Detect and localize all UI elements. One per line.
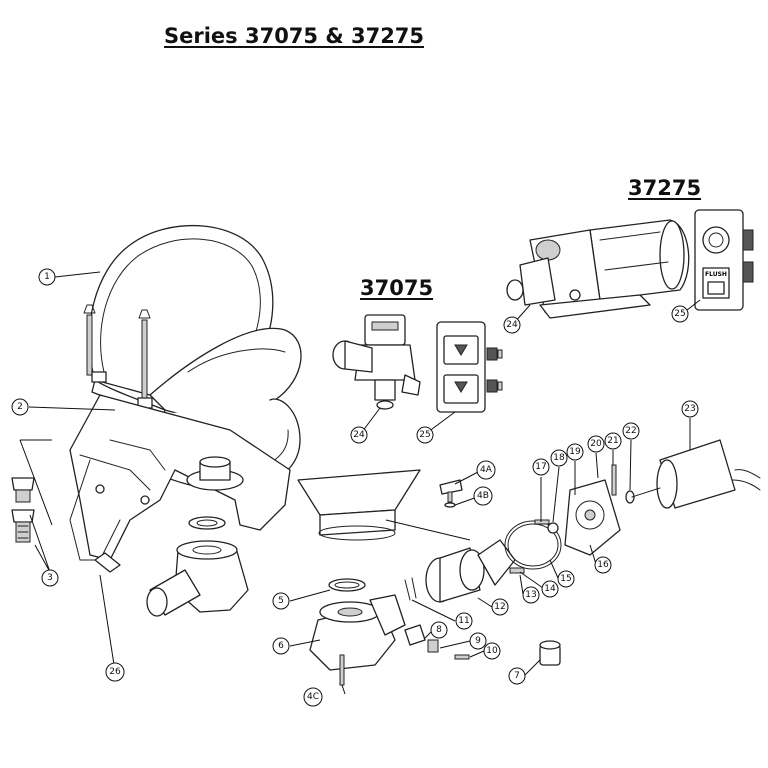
- diagram-title: Series 37075 & 37275: [164, 24, 425, 48]
- part-callout-11: 11: [455, 612, 473, 630]
- part-callout-20: 20: [587, 435, 605, 453]
- svg-text:18: 18: [553, 453, 565, 463]
- switch-panel-37275: FLUSH: [694, 209, 754, 311]
- svg-text:23: 23: [684, 404, 695, 414]
- part-callout-4a: 4A: [476, 460, 496, 480]
- svg-text:15: 15: [560, 574, 571, 584]
- part-callout-12: 12: [491, 598, 509, 616]
- svg-text:22: 22: [625, 426, 636, 436]
- part-callout-17: 17: [532, 458, 550, 476]
- svg-text:2: 2: [17, 402, 23, 412]
- water-pump-37275: [506, 219, 690, 319]
- switch-panel-37075: [436, 321, 503, 413]
- part-callout-7: 7: [508, 667, 526, 685]
- part-callout-14: 14: [541, 580, 559, 598]
- svg-text:21: 21: [607, 436, 618, 446]
- part-callout-21: 21: [604, 432, 622, 450]
- model-label-37275: 37275: [628, 176, 702, 200]
- part-callout-2: 2: [11, 398, 29, 416]
- part-callout-5: 5: [272, 592, 290, 610]
- part-callout-16: 16: [594, 556, 612, 574]
- part-callout-24-37275: 24: [503, 316, 521, 334]
- pump-part-7: [539, 640, 561, 666]
- part-callout-24-37075: 24: [350, 426, 368, 444]
- mounting-bolts: [11, 477, 35, 543]
- part-callout-10: 10: [483, 642, 501, 660]
- svg-text:12: 12: [494, 602, 505, 612]
- part-callout-22: 22: [622, 422, 640, 440]
- part-callout-9: 9: [469, 632, 487, 650]
- part-callout-8: 8: [430, 621, 448, 639]
- svg-text:24: 24: [506, 320, 518, 330]
- part-callout-19: 19: [566, 443, 584, 461]
- part-callout-25-37075: 25: [416, 426, 434, 444]
- svg-text:5: 5: [278, 596, 284, 606]
- svg-text:19: 19: [569, 447, 581, 457]
- flange-and-pump-base: [146, 516, 249, 617]
- part-callout-13: 13: [522, 586, 540, 604]
- part-callout-25-37275: 25: [671, 305, 689, 323]
- svg-text:25: 25: [419, 430, 430, 440]
- svg-text:6: 6: [278, 641, 284, 651]
- svg-text:8: 8: [436, 625, 442, 635]
- toilet-base: [69, 394, 291, 573]
- svg-text:10: 10: [486, 646, 498, 656]
- svg-text:25: 25: [674, 309, 685, 319]
- svg-text:7: 7: [514, 671, 520, 681]
- part-callout-4c: 4C: [303, 687, 323, 707]
- svg-text:11: 11: [458, 616, 469, 626]
- svg-text:13: 13: [525, 590, 536, 600]
- model-label-37075: 37075: [360, 276, 434, 300]
- svg-text:3: 3: [47, 573, 53, 583]
- part-callout-18: 18: [550, 449, 568, 467]
- macerator-pump-assembly: [297, 469, 562, 686]
- svg-text:4C: 4C: [307, 692, 319, 702]
- solenoid-valve-37075: [332, 314, 421, 410]
- motor-assembly: [534, 439, 761, 556]
- svg-text:20: 20: [590, 439, 602, 449]
- leader-lines: [19, 271, 701, 695]
- part-callout-26: 26: [105, 662, 125, 682]
- part-callout-15: 15: [557, 570, 575, 588]
- part-callout-6: 6: [272, 637, 290, 655]
- svg-text:4A: 4A: [480, 465, 493, 475]
- part-callout-23: 23: [681, 400, 699, 418]
- part-callout-3: 3: [41, 569, 59, 587]
- svg-text:16: 16: [597, 560, 609, 570]
- svg-text:14: 14: [544, 584, 556, 594]
- svg-text:26: 26: [109, 667, 121, 677]
- svg-text:9: 9: [475, 636, 481, 646]
- svg-text:1: 1: [44, 272, 50, 282]
- svg-text:24: 24: [353, 430, 365, 440]
- part-callout-4b: 4B: [473, 486, 493, 506]
- part-callout-1: 1: [38, 268, 56, 286]
- svg-text:4B: 4B: [477, 491, 489, 501]
- svg-text:17: 17: [535, 462, 546, 472]
- flush-label: FLUSH: [705, 271, 727, 278]
